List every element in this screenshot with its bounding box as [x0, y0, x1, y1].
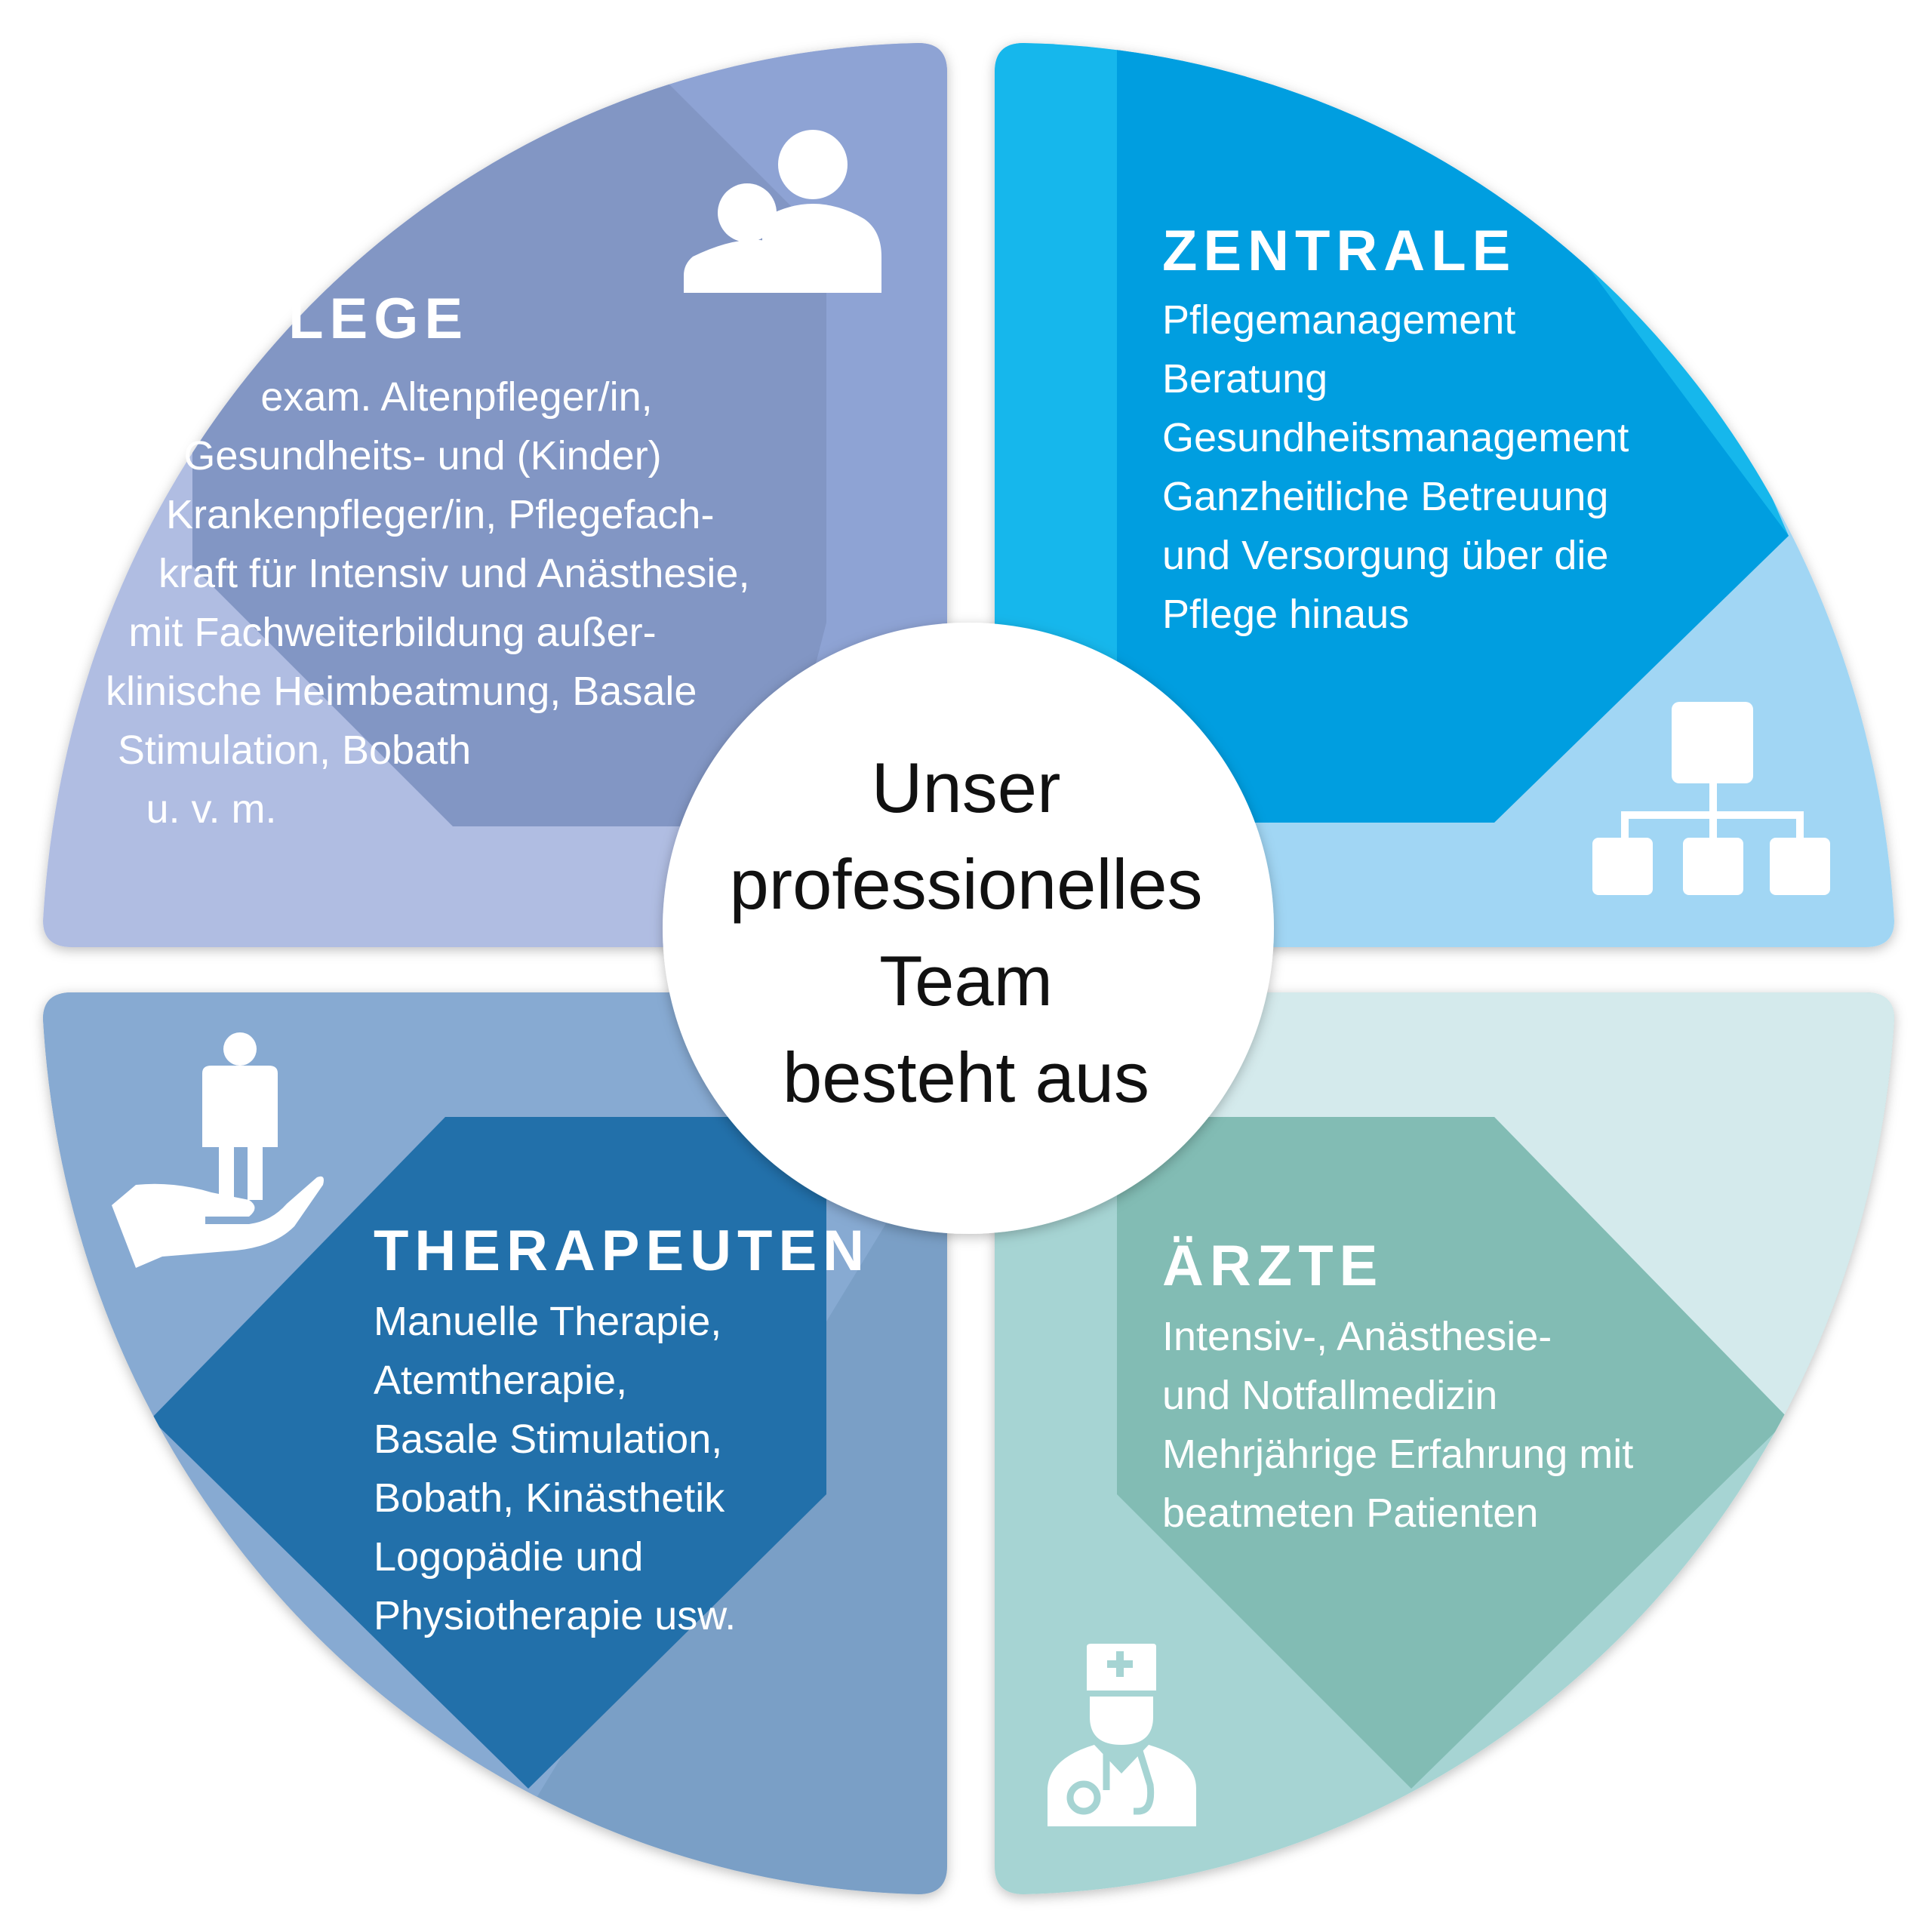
pflege-text: PFLEGE exam. Altenpfleger/in, Gesundheit… — [106, 291, 749, 838]
therapeuten-title: THERAPEUTEN — [374, 1219, 871, 1283]
pflege-line: Gesundheits- und (Kinder) — [183, 433, 662, 478]
therapeuten-octagon — [151, 1117, 826, 1789]
pflege-line: kraft für Intensiv und Anästhesie, — [158, 551, 750, 596]
therapeuten-line: Basale Stimulation, — [374, 1417, 723, 1462]
aerzte-description: Intensiv-, Anästhesie- und Notfallmedizi… — [1162, 1307, 1634, 1543]
center-line: Unser — [871, 748, 1061, 827]
aerzte-line: Intensiv-, Anästhesie- — [1162, 1314, 1552, 1359]
zentrale-line: Pflege hinaus — [1162, 592, 1410, 637]
therapeuten-line: Physiotherapie usw. — [374, 1593, 737, 1638]
center-title: Unser professionelles Team besteht aus — [702, 740, 1230, 1126]
pflege-line: klinische Heimbeatmung, Basale — [106, 669, 697, 714]
aerzte-octagon — [1117, 1117, 1789, 1789]
center-line: Team — [879, 941, 1053, 1020]
hand-holding-person-icon — [112, 1032, 324, 1268]
pflege-line: u. v. m. — [146, 786, 277, 832]
zentrale-description: Pflegemanagement Beratung Gesundheitsman… — [1162, 291, 1629, 644]
zentrale-line: und Versorgung über die — [1162, 533, 1609, 578]
therapeuten-line: Logopädie und — [374, 1534, 644, 1580]
aerzte-line: und Notfallmedizin — [1162, 1373, 1498, 1418]
aerzte-text: ÄRZTE Intensiv-, Anästhesie- und Notfall… — [1162, 1234, 1634, 1543]
zentrale-line: Pflegemanagement — [1162, 297, 1516, 343]
center-line: besteht aus — [782, 1038, 1150, 1117]
therapeuten-line: Bobath, Kinästhetik — [374, 1475, 725, 1521]
zentrale-octagon — [1117, 45, 1789, 823]
aerzte-title: ÄRZTE — [1162, 1234, 1384, 1298]
zentrale-text: ZENTRALE Pflegemanagement Beratung Gesun… — [1162, 219, 1629, 644]
therapeuten-line: Atemtherapie, — [374, 1358, 628, 1403]
zentrale-line: Ganzheitliche Betreuung — [1162, 474, 1609, 519]
center-circle — [663, 623, 1274, 1234]
zentrale-title: ZENTRALE — [1162, 219, 1517, 283]
therapeuten-text: THERAPEUTEN Manuelle Therapie, Atemthera… — [374, 1219, 871, 1645]
aerzte-band — [995, 992, 1894, 1509]
aerzte-line: Mehrjährige Erfahrung mit — [1162, 1432, 1634, 1477]
pflege-line: exam. Altenpfleger/in, — [260, 374, 653, 420]
pflege-line: mit Fachweiterbildung außer- — [128, 610, 657, 655]
doctor-icon — [1048, 1644, 1196, 1826]
center-line: professionelles — [729, 844, 1203, 924]
aerzte-line: beatmeten Patienten — [1162, 1491, 1539, 1536]
therapeuten-line: Manuelle Therapie, — [374, 1299, 722, 1344]
people-icon — [684, 130, 881, 293]
pflege-title: PFLEGE — [202, 287, 469, 351]
org-chart-icon — [1592, 702, 1830, 895]
pflege-description: exam. Altenpfleger/in, Gesundheits- und … — [106, 368, 749, 838]
zentrale-line: Beratung — [1162, 356, 1328, 401]
zentrale-line: Gesundheitsmanagement — [1162, 415, 1629, 460]
pflege-line: Stimulation, Bobath — [117, 728, 472, 773]
therapeuten-description: Manuelle Therapie, Atemtherapie, Basale … — [374, 1292, 766, 1645]
pflege-line: Krankenpfleger/in, Pflegefach- — [166, 492, 715, 537]
